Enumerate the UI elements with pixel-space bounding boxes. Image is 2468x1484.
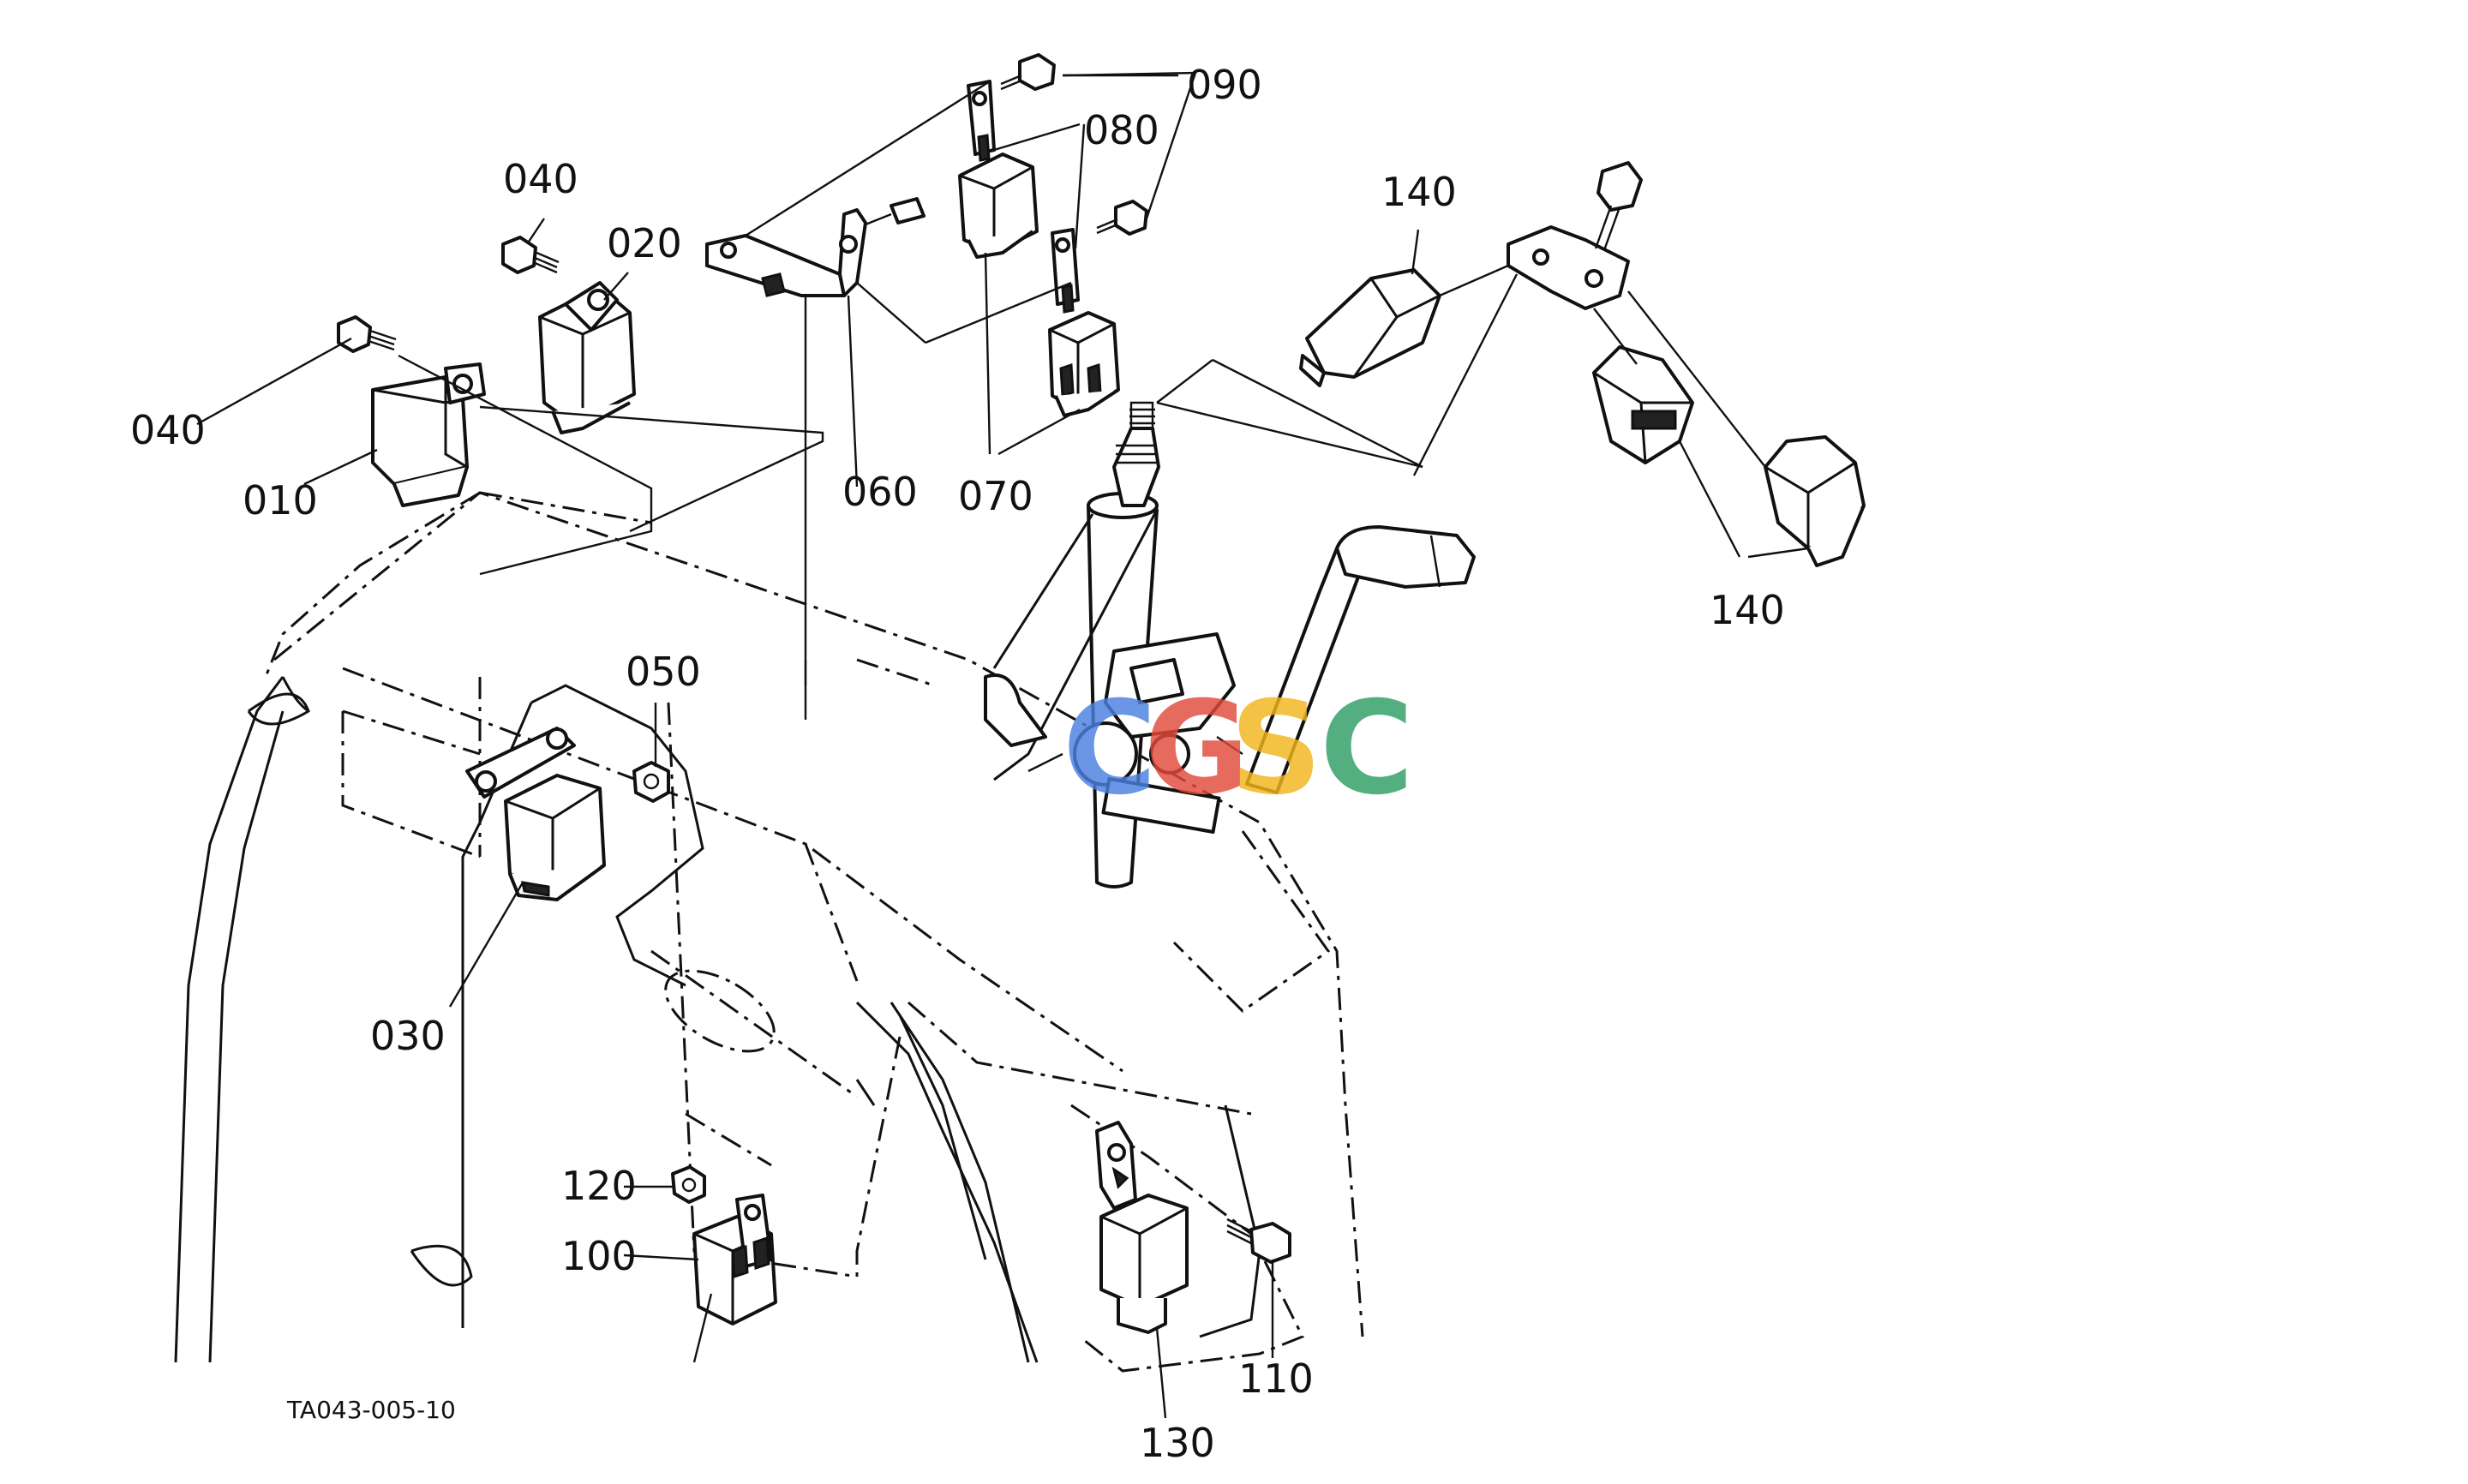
bolt-090-lower [1096,200,1148,236]
callout-040-left: 040 [130,407,206,453]
cab-frame [174,676,1261,1363]
callout-090: 090 [1187,62,1262,108]
watermark-letter-2: G [1144,685,1249,814]
relay-030 [465,727,606,901]
relay-140-lower [1764,435,1866,567]
callout-140-upper: 140 [1381,169,1457,215]
bracket-060 [705,197,926,297]
relay-070-lower [1048,311,1120,417]
relay-010 [371,362,486,507]
bolt-110 [1226,1218,1291,1264]
bolt-040-upper [501,236,560,274]
callout-080: 080 [1084,107,1159,153]
switch-assembly [1027,632,1243,834]
callout-140-lower: 140 [1710,587,1785,633]
watermark-letter-1: C [1063,685,1157,814]
callout-130: 130 [1140,1420,1215,1466]
callout-050: 050 [626,649,701,695]
drawing-code: TA043-005-10 [286,1396,456,1424]
relay-020 [538,281,636,434]
relay-130 [1095,1121,1189,1334]
callout-010: 010 [243,477,318,524]
callout-100: 100 [561,1233,637,1279]
callout-070: 070 [958,473,1033,519]
watermark-letter-4: C [1320,685,1414,814]
bracket-right [1507,161,1643,310]
callout-060: 060 [842,469,918,515]
nut-120 [671,1165,706,1204]
dashboard-outline [264,491,1364,1373]
callout-020: 020 [607,220,682,266]
callout-labels: 010 020 030 040 040 050 060 070 080 090 … [130,62,1785,1466]
leader-lines [196,71,1809,1419]
callout-120: 120 [561,1163,637,1209]
bolt-040-left [337,315,397,353]
callout-030: 030 [370,1013,446,1059]
relay-140-middle [1592,345,1694,464]
watermark-letter-3: S [1230,685,1322,814]
relay-140-upper [1299,268,1441,387]
nut-050 [632,761,670,803]
callout-110: 110 [1238,1355,1314,1402]
watermark-logo: C G S C [1063,685,1414,814]
combination-lever [1245,525,1476,794]
relay-100 [692,1194,777,1325]
relay-070-upper [958,153,1039,259]
bolt-090-upper [1000,53,1056,91]
clip-080-lower [1051,228,1080,314]
callout-040-upper: 040 [503,156,578,202]
